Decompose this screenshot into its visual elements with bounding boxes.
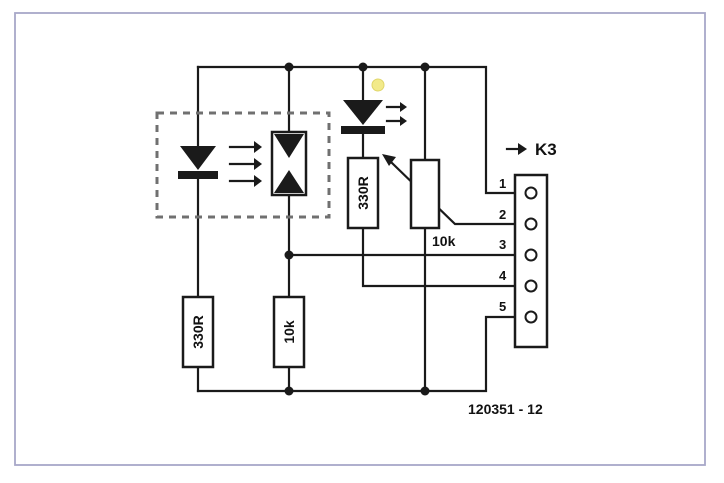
- junction-bottom-2: [420, 386, 430, 396]
- junction-top-3: [420, 62, 430, 72]
- pin-2-label: 2: [499, 207, 506, 222]
- wires: [196, 65, 517, 393]
- connector-label: K3: [535, 140, 557, 159]
- connector-arrow-icon: [505, 143, 527, 155]
- diagram-frame: [14, 12, 706, 466]
- resistor-opto-led: 330R: [181, 295, 215, 369]
- connector-k3: K3 1 2 3 4 5: [499, 140, 557, 349]
- connector-pin-2: 2: [499, 207, 538, 231]
- pin-1-label: 1: [499, 176, 506, 191]
- opto-receiver-icon: [270, 130, 308, 197]
- potentiometer-label: 10k: [432, 233, 456, 249]
- r-indicator-to-pin4-wire: [361, 226, 517, 288]
- led-glow-icon: [371, 78, 385, 92]
- junction-top-1: [284, 62, 294, 72]
- potentiometer: 10k: [382, 154, 456, 249]
- opto-led-icon: [178, 146, 218, 179]
- pin-4-label: 4: [499, 268, 507, 283]
- pot-wiper-arrow-icon: [382, 154, 396, 166]
- light-arrows-icon: [228, 141, 262, 187]
- figure-number: 120351 - 12: [468, 401, 543, 417]
- connector-pin-3: 3: [499, 237, 538, 262]
- indicator-led-arrows-icon: [385, 102, 407, 126]
- connector-pin-5: 5: [499, 299, 538, 324]
- bottom-rail-wire: [196, 315, 517, 393]
- resistor-indicator-led: 330R: [346, 156, 380, 230]
- junction-dots: [284, 62, 430, 396]
- resistor-opto-pull-label: 10k: [281, 320, 297, 344]
- resistor-opto-pull: 10k: [272, 295, 306, 369]
- optocoupler: [155, 111, 331, 219]
- junction-top-2: [358, 62, 368, 72]
- pin-5-label: 5: [499, 299, 506, 314]
- indicator-led-icon: [341, 78, 407, 134]
- pin-3-label: 3: [499, 237, 506, 252]
- junction-signal: [284, 250, 294, 260]
- connector-pin-1: 1: [499, 176, 538, 200]
- resistor-indicator-led-label: 330R: [355, 176, 371, 209]
- top-rail-wire: [196, 65, 517, 195]
- resistor-opto-led-label: 330R: [190, 315, 206, 348]
- connector-pin-4: 4: [499, 268, 538, 293]
- junction-bottom-1: [284, 386, 294, 396]
- optocoupler-outline: [155, 111, 331, 219]
